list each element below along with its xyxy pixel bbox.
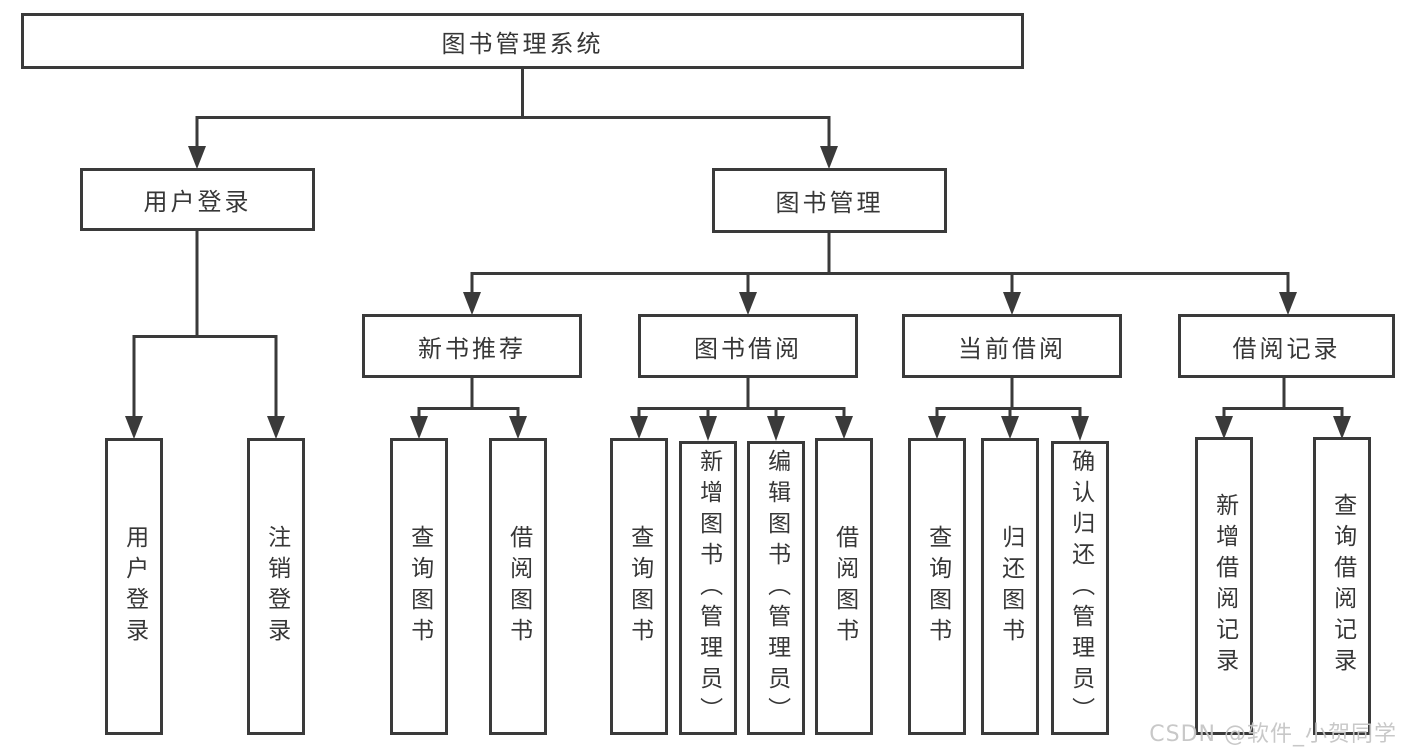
node-label: 图书借阅 [694,334,802,363]
arrowhead [1003,292,1021,315]
node-label: 编辑图书（管理员） [763,448,790,728]
connector-userlogin-to-leaves [125,229,285,439]
node-new-book-recommend: 新书推荐 [362,314,582,378]
leaf-query-books-1: 查询图书 [390,438,448,735]
arrowhead [509,416,527,439]
leaf-borrow-books-1: 借阅图书 [489,438,547,735]
leaf-confirm-return-admin: 确认归还（管理员） [1051,441,1109,735]
leaf-return-books: 归还图书 [981,438,1039,735]
leaf-add-books-admin: 新增图书（管理员） [679,441,737,735]
arrowhead [1279,292,1297,315]
node-label: 查询图书 [626,524,653,649]
arrowhead [739,292,757,315]
connector-bookmgmt-to-level3 [463,231,1297,315]
leaf-query-borrow-record: 查询借阅记录 [1313,437,1371,735]
arrowhead [1071,416,1089,441]
arrowhead [267,416,285,439]
arrowhead [463,292,481,315]
node-label: 注销登录 [263,524,290,649]
node-label: 查询借阅记录 [1329,493,1356,679]
arrowhead [630,416,648,439]
node-label: 查询图书 [406,524,433,649]
node-label: 新书推荐 [418,334,526,363]
arrowhead [699,416,717,441]
node-label: 用户登录 [121,524,148,649]
leaf-user-login: 用户登录 [105,438,163,735]
node-borrow-records: 借阅记录 [1178,314,1395,378]
arrowhead [835,416,853,439]
node-label: 确认归还（管理员） [1067,448,1094,728]
leaf-query-books-2: 查询图书 [610,438,668,735]
leaf-borrow-books-2: 借阅图书 [815,438,873,735]
node-root-library-management-system: 图书管理系统 [21,13,1024,69]
node-label: 借阅图书 [505,524,532,649]
connector-line [1222,407,1344,420]
leaf-edit-books-admin: 编辑图书（管理员） [747,441,805,735]
arrowhead [125,416,143,439]
node-label: 当前借阅 [958,334,1066,363]
node-current-borrow: 当前借阅 [902,314,1122,378]
leaf-query-books-3: 查询图书 [908,438,966,735]
arrowhead [1333,416,1351,439]
arrowhead [1001,416,1019,439]
connector-line [195,116,831,150]
connector-currentborrow-to-leaves [928,377,1089,441]
connector-line [470,272,1290,296]
connector-newbook-to-leaves [410,377,527,439]
node-label: 图书管理 [775,189,884,217]
connector-line [417,407,520,420]
connector-records-to-leaves [1215,377,1351,439]
node-label: 借阅图书 [831,524,858,649]
node-label: 图书管理系统 [441,29,604,58]
node-label: 用户登录 [143,188,252,216]
arrowhead [188,146,206,169]
node-label: 归还图书 [997,524,1024,649]
node-user-login: 用户登录 [80,168,315,231]
arrowhead [928,416,946,439]
arrowhead [410,416,428,439]
arrowhead [767,416,785,441]
node-book-management: 图书管理 [712,168,947,233]
csdn-watermark: CSDN @软件_小贺同学 [1149,722,1397,747]
node-label: 新增图书（管理员） [695,448,722,728]
leaf-logout: 注销登录 [247,438,305,735]
connector-line [637,407,846,420]
arrowhead [820,146,838,169]
connector-line [132,335,278,418]
leaf-add-borrow-record: 新增借阅记录 [1195,437,1253,735]
node-label: 新增借阅记录 [1211,493,1238,679]
arrowhead [1215,416,1233,439]
node-label: 借阅记录 [1232,334,1341,363]
node-book-borrow: 图书借阅 [638,314,858,378]
node-label: 查询图书 [924,524,951,649]
connector-bookborrow-to-leaves [630,377,853,441]
connector-root-to-level2 [188,68,838,169]
